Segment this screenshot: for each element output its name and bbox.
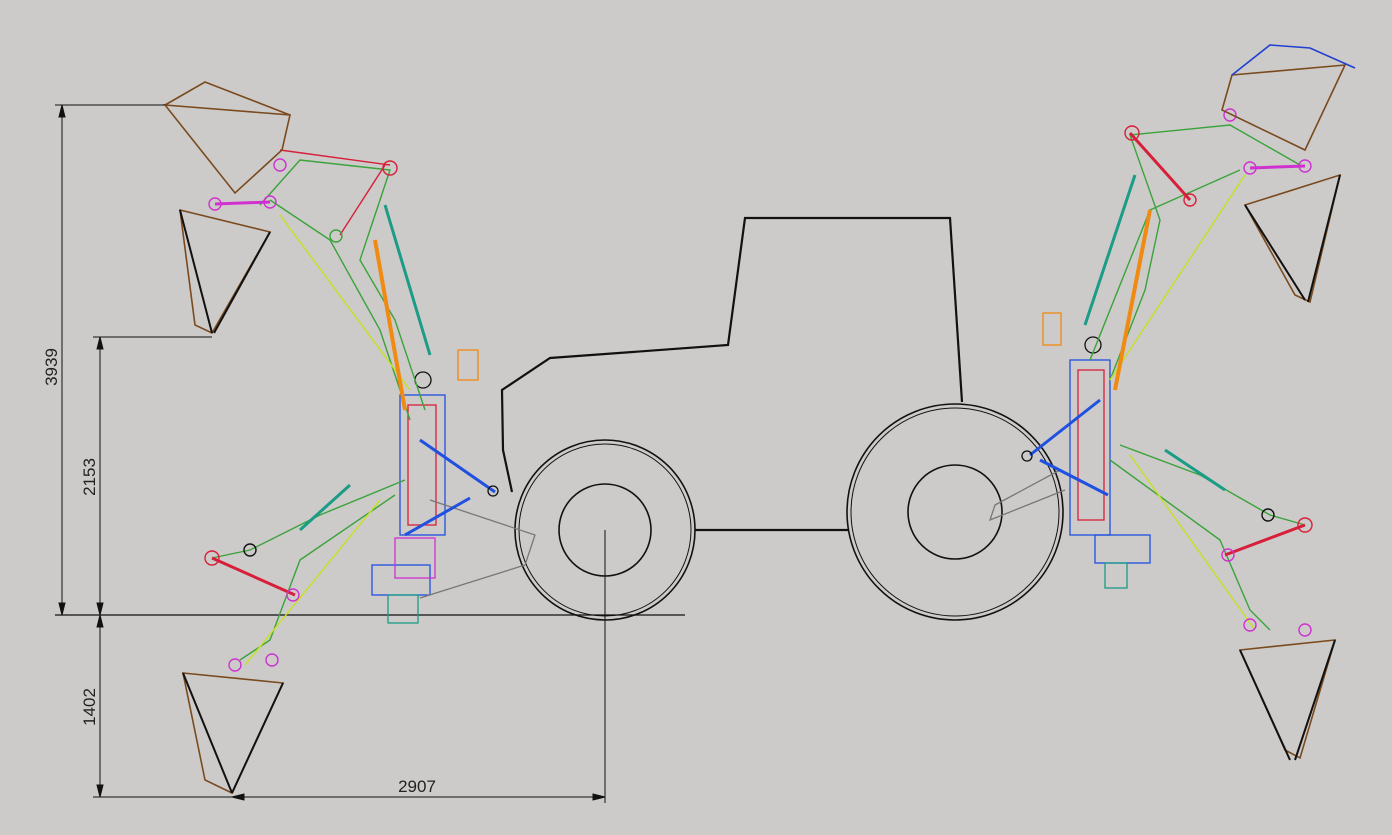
left-mount-frame <box>371 349 536 624</box>
dimension-label-dig-depth: 1402 <box>80 688 99 726</box>
left-lower-boom <box>204 479 406 672</box>
tractor-body <box>500 216 964 532</box>
left-upper-boom <box>208 149 432 421</box>
dimension-total-height <box>55 104 165 616</box>
dimension-label-total-height: 3939 <box>42 348 61 386</box>
right-upper-buckets <box>1221 44 1356 304</box>
right-lower-boom <box>1109 444 1313 637</box>
tractor-cab-outline <box>500 216 964 493</box>
rear-wheel <box>846 403 1064 621</box>
left-lower-bucket <box>181 672 285 795</box>
right-lower-bucket <box>1238 639 1337 761</box>
right-upper-boom <box>1083 108 1312 391</box>
dimension-dig-depth <box>93 614 232 798</box>
dimension-label-reach: 2907 <box>398 777 436 796</box>
right-mount-frame <box>988 312 1151 589</box>
dimension-reach <box>231 530 606 803</box>
dimension-dump-height <box>93 336 212 616</box>
dimension-label-dump-height: 2153 <box>80 458 99 496</box>
left-upper-buckets <box>163 81 291 335</box>
